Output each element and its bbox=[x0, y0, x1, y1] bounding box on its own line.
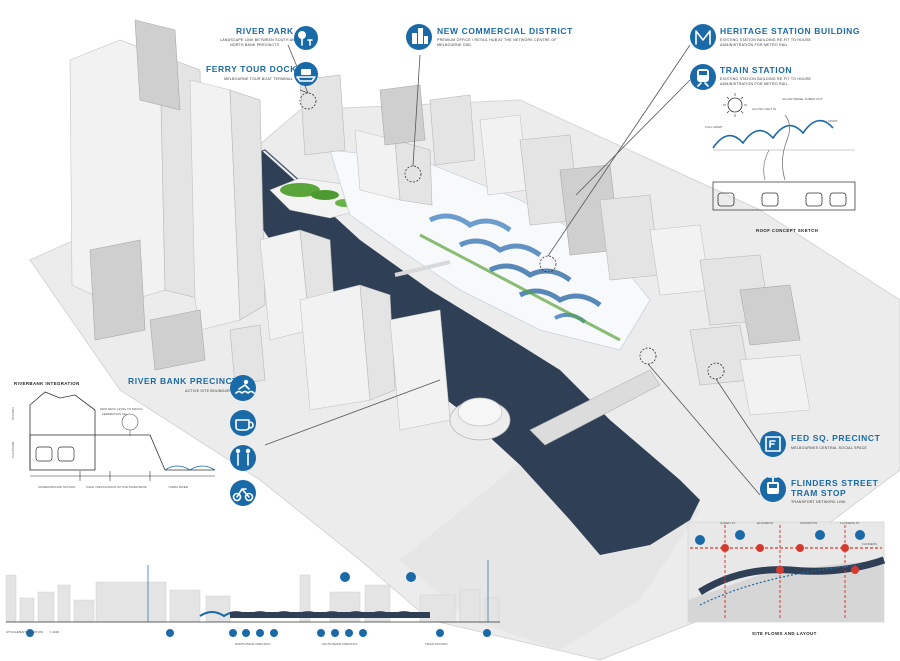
swim-icon bbox=[235, 379, 255, 394]
round-building bbox=[449, 397, 511, 441]
sun-icon bbox=[727, 97, 743, 113]
cbd-blocks-right bbox=[299, 74, 811, 416]
callout-commercial: NEW COMMERCIAL DISTRICT PREMIUM OFFICE /… bbox=[406, 24, 573, 50]
flow-marker-flinders: FLINDERS bbox=[862, 542, 877, 546]
elevation-scale: 1:1000 bbox=[50, 630, 60, 634]
ferry-title: FERRY TOUR DOCK bbox=[206, 64, 297, 74]
tram-icon bbox=[767, 476, 779, 494]
elev-tag-train: TRAIN STATION bbox=[425, 642, 447, 646]
leader-lines bbox=[264, 44, 761, 496]
deck-note-2: FEDERATION SQ. bbox=[102, 412, 127, 416]
site-flows-map: QUEEN ST ELIZABETH SWANSTON FLINDERS ST … bbox=[687, 521, 886, 636]
roof-concept-sketch: ALLOW LIGHT IN ALLOW DIESEL FUMES OUT FU… bbox=[705, 93, 856, 233]
metro-icon bbox=[695, 30, 711, 45]
river-park-sub1: LANDSCAPE LINK BETWEEN SOUTH AND bbox=[220, 38, 298, 42]
callout-heritage: HERITAGE STATION BUILDING EXISTING STATI… bbox=[690, 24, 860, 50]
coffee-icon bbox=[235, 419, 254, 431]
river-park-sub2: NORTH BANK PRECINCTS bbox=[230, 43, 280, 47]
bike-icon-badge bbox=[230, 480, 256, 506]
buildings-icon bbox=[412, 28, 428, 44]
train-sub2: ADMINISTRATION FOR METRO RAIL bbox=[720, 82, 788, 86]
tram-sub1: TRANSPORT NETWORK LINK bbox=[791, 500, 846, 504]
callout-train: TRAIN STATION EXISTING STATION BUILDING … bbox=[690, 64, 812, 90]
heritage-sub2: ADMINISTRATION FOR METRO RAIL bbox=[720, 43, 788, 47]
bridges bbox=[394, 260, 661, 446]
people-icon bbox=[235, 448, 251, 466]
riverbank-sub1: ACTIVE SITE BOUNDARY bbox=[185, 389, 233, 393]
allow-light-label: ALLOW LIGHT IN bbox=[752, 107, 776, 111]
full-apart-left-label: FULL APART bbox=[705, 125, 723, 129]
ferry-sub1: MELBOURNE TOUR BOAT TERMINAL bbox=[224, 77, 293, 81]
elevation-strip: ATTACHMENT ELEVATION 1:1000 NORTH BANK P… bbox=[5, 560, 500, 646]
heritage-title: HERITAGE STATION BUILDING bbox=[720, 26, 860, 36]
fedsq-icon bbox=[765, 436, 781, 452]
elev-badges bbox=[26, 629, 491, 637]
ferry-icon bbox=[296, 69, 316, 82]
callout-ferry: FERRY TOUR DOCK MELBOURNE TOUR BOAT TERM… bbox=[206, 62, 318, 86]
cbd-towers-left bbox=[69, 19, 451, 431]
callout-riverbank: RIVER BANK PRECINCT ACTIVE SITE BOUNDARY bbox=[128, 375, 256, 506]
roof-sketch-caption: ROOF CONCEPT SKETCH bbox=[756, 228, 818, 233]
tram-title-2: TRAM STOP bbox=[791, 488, 846, 498]
elev-metro-icon bbox=[406, 572, 416, 582]
fedsq-sub1: MELBOURNES CENTRAL SOCIAL SPACE bbox=[791, 446, 867, 450]
riverbank-heading: RIVERBANK INTEGRATION bbox=[14, 381, 80, 386]
station-label: STATION bbox=[11, 407, 15, 420]
section-label-river-bank: ACTIVE RIVER BANK bbox=[117, 485, 147, 489]
heritage-sub1: EXISTING STATION BUILDING RE-FIT TO HOUS… bbox=[720, 38, 812, 42]
commercial-sub2: MELBOURNE CBD bbox=[437, 43, 471, 47]
train-sub1: EXISTING STATION BUILDING RE-FIT TO HOUS… bbox=[720, 77, 812, 81]
commercial-sub1: PREMIUM OFFICE / RETAIL HUB AT THE NETWO… bbox=[437, 38, 557, 42]
elev-tag-north: NORTH BANK PRECINCT bbox=[235, 642, 271, 646]
riverbank-title: RIVER BANK PRECINCT bbox=[128, 376, 238, 386]
metro-icon-badge bbox=[690, 24, 716, 50]
allow-diesel-label: ALLOW DIESEL FUMES OUT bbox=[782, 97, 823, 101]
train-icon bbox=[697, 69, 709, 87]
callout-tram: FLINDERS STREET TRAM STOP TRANSPORT NETW… bbox=[760, 476, 879, 504]
section-label-cafe: CAFE / RESTAURANT bbox=[86, 485, 117, 489]
site-flows-caption: SITE FLOWS AND LAYOUT bbox=[752, 631, 817, 636]
deck-note-1: NEW DECK LEVEL TO MATCH bbox=[100, 407, 142, 411]
elev-buildings-icon bbox=[340, 572, 350, 582]
elevation-label: ATTACHMENT ELEVATION bbox=[6, 630, 43, 634]
riverbank-section: RIVERBANK INTEGRATION NEW DECK LEVEL TO … bbox=[11, 381, 216, 489]
elev-tag-south: SOUTH BANK PRECINCT bbox=[322, 642, 358, 646]
river-park-title: RIVER PARK bbox=[236, 26, 294, 36]
station-roof bbox=[329, 129, 651, 351]
tram-title: FLINDERS STREET bbox=[791, 478, 879, 488]
bike-icon bbox=[232, 488, 254, 502]
tree-icon-badge bbox=[294, 26, 318, 50]
people-icon-badge bbox=[230, 445, 256, 471]
full-apart-right-label: FULL APART bbox=[820, 119, 838, 123]
swim-icon-badge bbox=[230, 375, 256, 401]
tree-icon bbox=[298, 31, 313, 46]
flow-marker-swanston: SWANSTON bbox=[800, 521, 817, 525]
fedsq-title: FED SQ. PRECINCT bbox=[791, 433, 881, 443]
section-label-yarra: YARRA RIVER bbox=[168, 485, 189, 489]
platform-label: PLATFORM bbox=[11, 441, 15, 458]
section-label-underground: UNDERGROUND STATION bbox=[38, 485, 75, 489]
callout-river-park: RIVER PARK LANDSCAPE LINK BETWEEN SOUTH … bbox=[220, 26, 318, 50]
commercial-title: NEW COMMERCIAL DISTRICT bbox=[437, 26, 573, 36]
train-title: TRAIN STATION bbox=[720, 65, 792, 75]
flow-marker-elizabeth: ELIZABETH bbox=[757, 521, 773, 525]
flow-marker-queen: QUEEN ST bbox=[720, 521, 736, 525]
callout-fedsq: FED SQ. PRECINCT MELBOURNES CENTRAL SOCI… bbox=[760, 431, 881, 457]
flow-marker-flinders-st: FLINDERS ST bbox=[840, 521, 860, 525]
